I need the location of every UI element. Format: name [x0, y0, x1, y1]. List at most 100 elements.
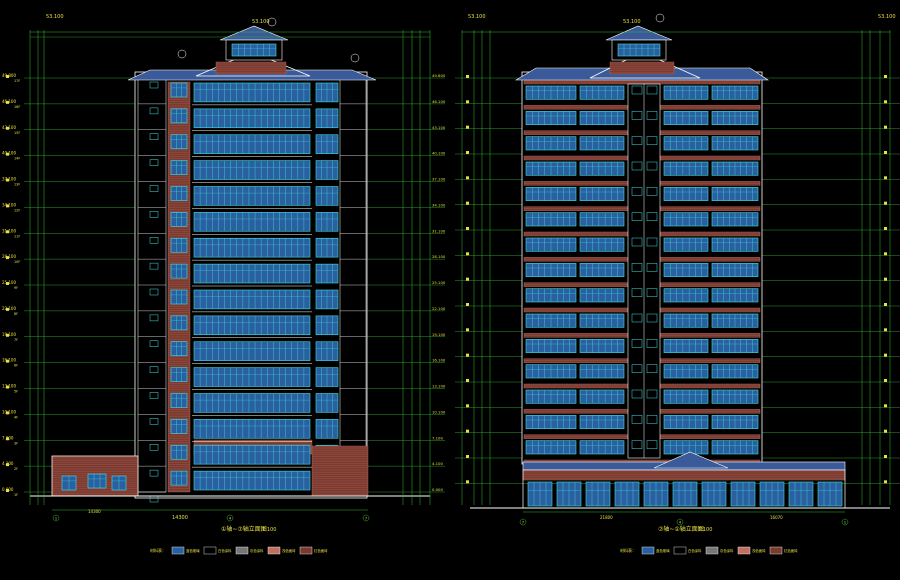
left-base-width-label: 14300 [88, 509, 101, 514]
window-frame [193, 393, 311, 413]
legend-item-label: 灰色涂料 [720, 548, 734, 553]
left-building [30, 25, 430, 503]
window-frame [170, 108, 188, 124]
floor-elevation-label-right: 13.100 [432, 384, 446, 389]
floor-number-label: 1F [14, 493, 18, 497]
core-window [149, 262, 159, 270]
floor-elevation-label: 34.100 [2, 202, 16, 207]
core-window [646, 415, 658, 424]
elevation-marker [6, 204, 9, 208]
elevation-marker [466, 151, 469, 154]
window-band [579, 136, 625, 151]
core-window [149, 469, 159, 477]
podium-brick-band [522, 469, 846, 481]
floor-elevation-label-right: 40.100 [432, 151, 446, 156]
right-window-band [711, 85, 759, 100]
callout-bubble [267, 17, 277, 27]
central-window-band [193, 419, 311, 439]
floor-elevation-label-right: 22.100 [432, 306, 446, 311]
floor-number-label: 7F [14, 338, 18, 342]
floor-elevation-label: 46.100 [2, 99, 16, 104]
window-band [579, 339, 625, 353]
brick-fill [609, 61, 675, 75]
window-frame [193, 470, 311, 491]
window-frame [617, 43, 661, 57]
right-window-band [711, 136, 759, 151]
right-window-band [711, 313, 759, 328]
window-band [579, 237, 625, 252]
floor-elevation-label: 19.100 [2, 332, 16, 337]
axis-bubble [519, 518, 527, 526]
elevation-marker [466, 75, 469, 78]
window-frame [579, 364, 625, 379]
side-window [315, 237, 339, 258]
legend-swatch [171, 546, 185, 555]
legend-swatch [299, 546, 313, 555]
right-window-band [711, 389, 759, 404]
storefront-window [672, 481, 698, 507]
pavilion-window [231, 43, 277, 57]
right-window-band [711, 339, 759, 353]
window-band [579, 85, 625, 100]
pilaster-window [170, 108, 188, 124]
elevation-marker [884, 328, 887, 332]
pilaster-window [170, 315, 188, 331]
legend-swatch [267, 546, 281, 555]
floor-number-label: 6F [14, 364, 18, 368]
left-window-band [525, 237, 577, 252]
elevation-marker [6, 178, 9, 182]
window-band [663, 111, 709, 125]
core-window [646, 237, 658, 247]
window-frame [170, 134, 188, 150]
window-frame [579, 212, 625, 227]
window-frame [579, 237, 625, 252]
window-frame [193, 341, 311, 361]
central-window-band [193, 134, 311, 154]
window-frame [663, 161, 709, 176]
window-frame [193, 289, 311, 310]
side-window [315, 419, 339, 439]
core-window [646, 263, 658, 272]
floor-elevation-label: 37.100 [2, 177, 16, 182]
floor-number-label: 8F [14, 312, 18, 316]
left-bottom-width-label: 14300 [172, 515, 188, 521]
legend-label: 材料表： [620, 547, 636, 553]
floor-elevation-label: 28.100 [2, 254, 16, 259]
window-frame [663, 415, 709, 429]
window-band [663, 161, 709, 176]
core-window [646, 85, 658, 95]
window-frame [170, 419, 188, 434]
floor-elevation-label-right: 49.800 [432, 73, 446, 78]
pilaster-window [170, 186, 188, 201]
central-window-band [193, 263, 311, 284]
brick-fill [215, 61, 287, 75]
axis-bubble [841, 518, 849, 526]
window-frame [663, 440, 709, 455]
window-frame [170, 341, 188, 357]
core-window [631, 161, 643, 171]
core-window [149, 81, 159, 89]
elevation-marker [6, 359, 9, 363]
elevation-marker [466, 404, 469, 408]
central-window-band [193, 470, 311, 491]
elevation-marker [884, 227, 887, 230]
core-window [149, 392, 159, 399]
axis-bubble [676, 518, 684, 526]
right-window-band [711, 263, 759, 277]
window-frame [170, 212, 188, 227]
core-window [631, 389, 643, 399]
window-frame [579, 313, 625, 328]
window-band [579, 161, 625, 176]
elevation-marker [884, 100, 887, 104]
window-frame [193, 315, 311, 336]
pilaster-window [170, 237, 188, 253]
window-frame [193, 160, 311, 180]
window-frame [170, 470, 188, 486]
pilaster-window [170, 82, 188, 98]
window-frame [170, 367, 188, 382]
core-window [149, 340, 159, 347]
elevation-marker [884, 429, 887, 433]
window-frame [193, 82, 311, 103]
elevation-marker [6, 152, 9, 156]
